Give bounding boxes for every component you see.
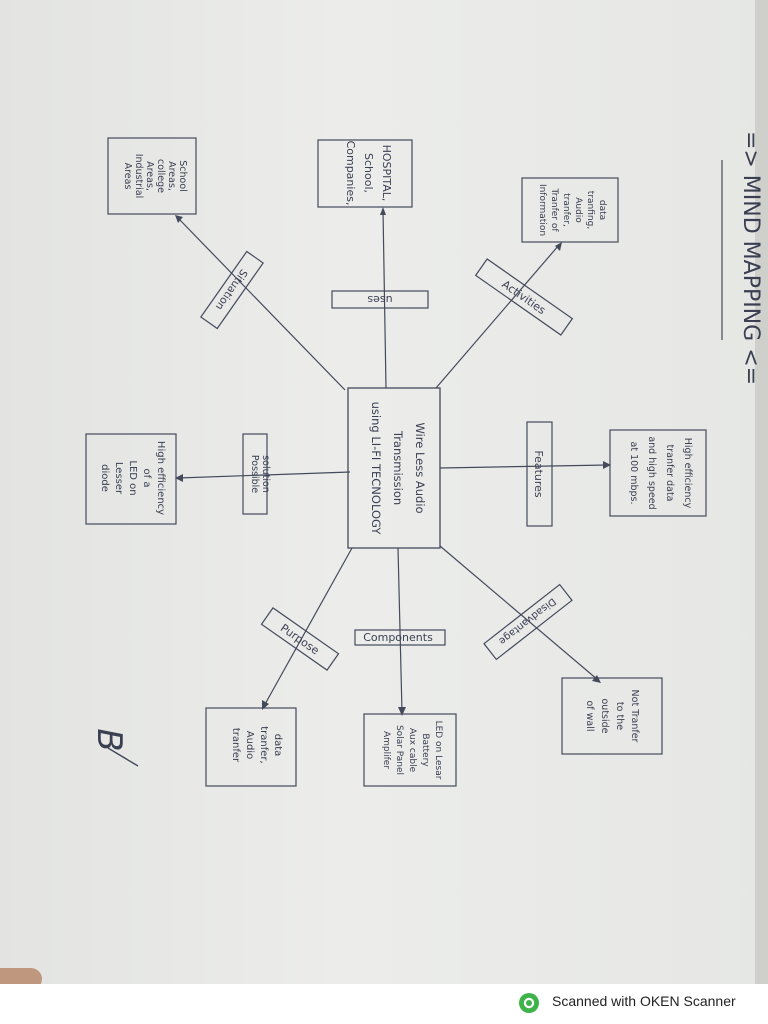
box-features [609, 429, 707, 517]
box-disadvantages-line-4: of wall [584, 700, 595, 731]
box-situation [107, 137, 197, 215]
label-box-possible-solution [242, 433, 268, 515]
box-possible-solution-text: High efficiency of a LED on Lesser diode [99, 441, 166, 515]
box-components-line-1: LED on Lesar [433, 721, 443, 780]
box-situation-line-1: School [177, 160, 188, 192]
box-disadvantages-line-3: outside [599, 698, 610, 733]
box-components [363, 713, 457, 787]
box-activities-line-3: Audio [573, 197, 583, 223]
box-features-line-4: at 100 mbps. [628, 441, 639, 504]
center-line-2: Transmission [391, 430, 405, 505]
arrowhead-disadvantages [592, 675, 601, 683]
box-disadvantages-text: Not Tranfer to the outside of wall [584, 690, 640, 743]
box-activities-line-2: tranfing, [585, 191, 595, 229]
label-box-purpose [260, 607, 340, 671]
box-possible-solution-line-5: diode [99, 464, 110, 492]
box-possible-solution-line-2: of a [141, 469, 152, 488]
box-situation-line-4: Areas, [144, 161, 155, 191]
box-components-line-5: Amplifer [381, 731, 391, 769]
label-box-disadvantages [483, 583, 573, 661]
box-components-text: LED on Lesar Battery Aux cable Solar Pan… [381, 721, 443, 780]
arrowhead-possible-solution [175, 474, 183, 482]
box-components-line-2: Battery [420, 733, 430, 767]
page-title: => MIND MAPPING <= [738, 131, 763, 385]
box-activities-line-4: tranfer, [561, 193, 571, 227]
oken-scanner-logo-icon [519, 993, 539, 1013]
box-purpose-line-1: data [272, 734, 283, 757]
box-purpose [205, 707, 297, 787]
box-possible-solution [85, 433, 177, 525]
box-disadvantages-line-1: Not Tranfer [629, 690, 640, 743]
connector-possible-solution [177, 471, 351, 479]
connector-uses [382, 209, 387, 389]
box-possible-solution-line-1: High efficiency [155, 441, 166, 515]
signature: B [89, 728, 129, 751]
box-features-text: High efficiency tranfer data and high sp… [628, 436, 693, 509]
connector-disadvantages [439, 545, 599, 681]
center-node-box [347, 387, 441, 549]
label-features: Features [532, 450, 545, 498]
center-line-1: Wire Less Audio [413, 422, 427, 513]
label-box-activities [474, 258, 574, 336]
box-uses-text: HOSPITAL, School, Companies, [344, 141, 393, 206]
box-activities-line-5: Tranfer of [549, 187, 559, 232]
box-activities [521, 177, 619, 243]
label-box-situation [200, 250, 264, 330]
label-possible-solution-line-2: solution [260, 455, 271, 493]
arrowhead-components [398, 707, 406, 716]
label-box-features [526, 421, 553, 527]
connector-activities [435, 244, 560, 389]
center-node: Wire Less Audio Transmission using LI-FI… [369, 402, 427, 536]
box-situation-line-2: Areas, [166, 161, 177, 191]
arrowhead-features [603, 461, 611, 469]
box-uses-line-1: HOSPITAL, [380, 145, 393, 202]
label-uses: uses [367, 293, 392, 306]
connector-situation [177, 217, 346, 391]
box-purpose-line-2: tranfer, [258, 726, 269, 763]
box-uses [317, 139, 413, 208]
box-uses-line-2: School, [362, 153, 375, 193]
label-box-uses [331, 290, 429, 309]
label-possible-solution-line-1: Possible [249, 455, 260, 493]
box-activities-line-6: Information [537, 184, 547, 236]
box-situation-line-3: college [155, 159, 166, 193]
box-situation-line-5: Industrial [133, 154, 144, 199]
paper-edge [755, 0, 768, 984]
box-uses-line-3: Companies, [344, 141, 357, 206]
label-box-components [354, 629, 446, 646]
box-situation-line-6: Areas [122, 163, 133, 190]
box-activities-text: data tranfing, Audio tranfer, Tranfer of… [537, 184, 607, 236]
box-features-line-3: and high speed [646, 436, 657, 509]
box-purpose-line-4: tranfer [230, 728, 241, 763]
label-components: Components [363, 631, 433, 644]
connector-purpose [263, 547, 353, 707]
arrowhead-uses [380, 207, 386, 215]
box-components-line-3: Aux cable [407, 728, 417, 773]
box-activities-line-1: data [597, 200, 607, 220]
box-disadvantages-line-2: to the [614, 702, 625, 730]
scanner-footer [0, 984, 768, 1024]
box-purpose-text: data tranfer, Audio tranfer [230, 726, 283, 763]
box-features-line-1: High efficiency [682, 438, 693, 509]
box-disadvantages [561, 677, 663, 755]
center-line-3: using LI-FI TECNOLOGY [369, 402, 383, 536]
box-components-line-4: Solar Panel [394, 725, 404, 775]
paper-sheet [0, 0, 768, 984]
mind-map-diagram: => MIND MAPPING <= Wire Less Audio Trans… [85, 131, 763, 787]
arrowhead-situation [175, 215, 183, 223]
scanner-footer-text: Scanned with OKEN Scanner [552, 993, 736, 1009]
box-possible-solution-line-4: Lesser [113, 462, 124, 495]
box-possible-solution-line-3: LED on [127, 460, 138, 495]
connector-features [439, 464, 609, 469]
box-purpose-line-3: Audio [244, 731, 255, 759]
box-situation-text: School Areas, college Areas, Industrial … [122, 154, 188, 199]
box-features-line-2: tranfer data [664, 445, 675, 502]
signature-stroke [107, 747, 139, 767]
arrowhead-activities [555, 242, 562, 251]
